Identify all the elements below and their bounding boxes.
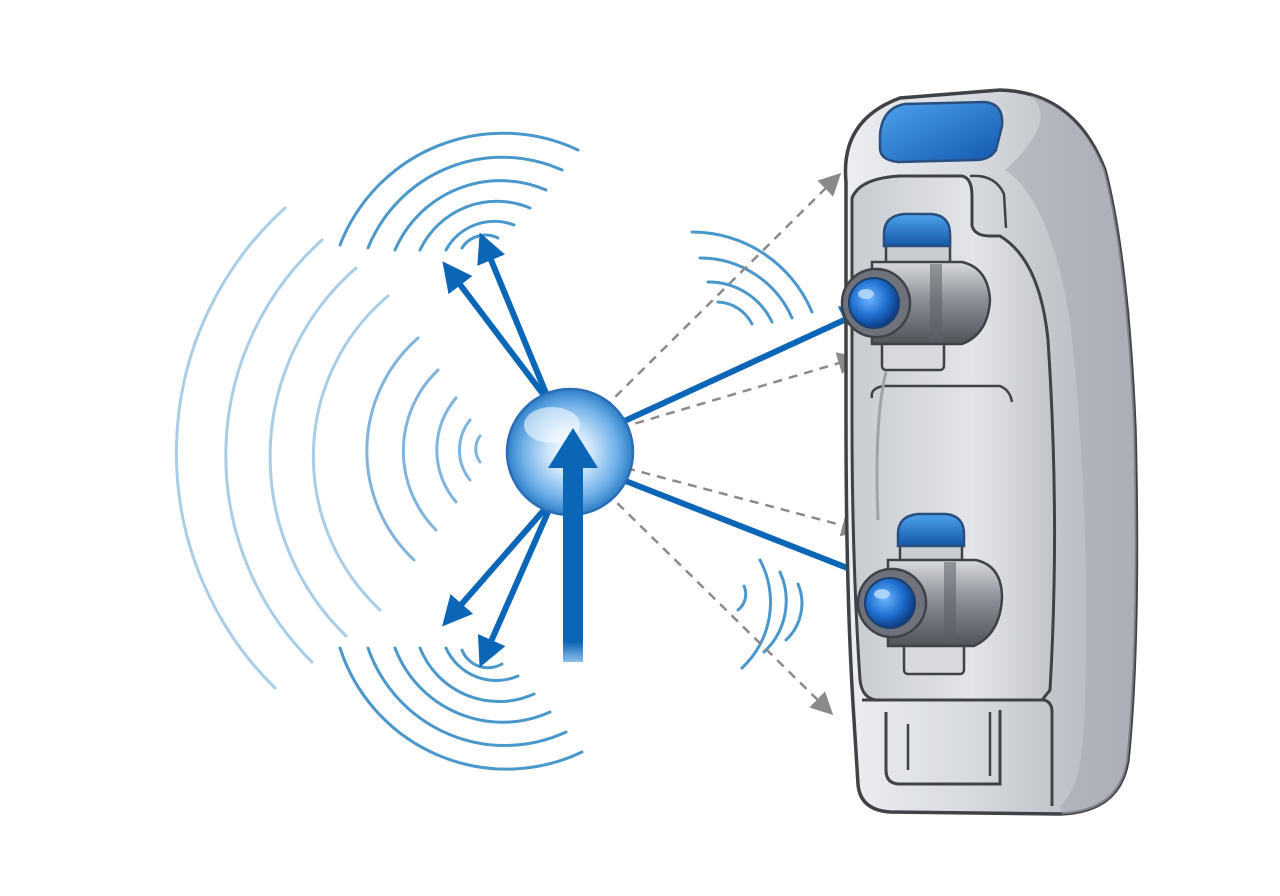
sound-wave-icon: [690, 230, 814, 326]
microphone-port-icon: [856, 512, 1004, 676]
microphone-port-icon: [840, 212, 992, 372]
sound-wave-icon: [338, 131, 580, 252]
sound-wave-icon: [736, 558, 804, 670]
arrow-icon: [442, 232, 884, 668]
sound-wave-icon: [338, 646, 584, 771]
sound-wave-icon: [365, 336, 482, 562]
sound-wave-icon: [174, 206, 390, 690]
arrow-icon: [548, 428, 598, 662]
arrow-icon: [603, 172, 865, 716]
hearing-device-icon: [843, 88, 1139, 816]
